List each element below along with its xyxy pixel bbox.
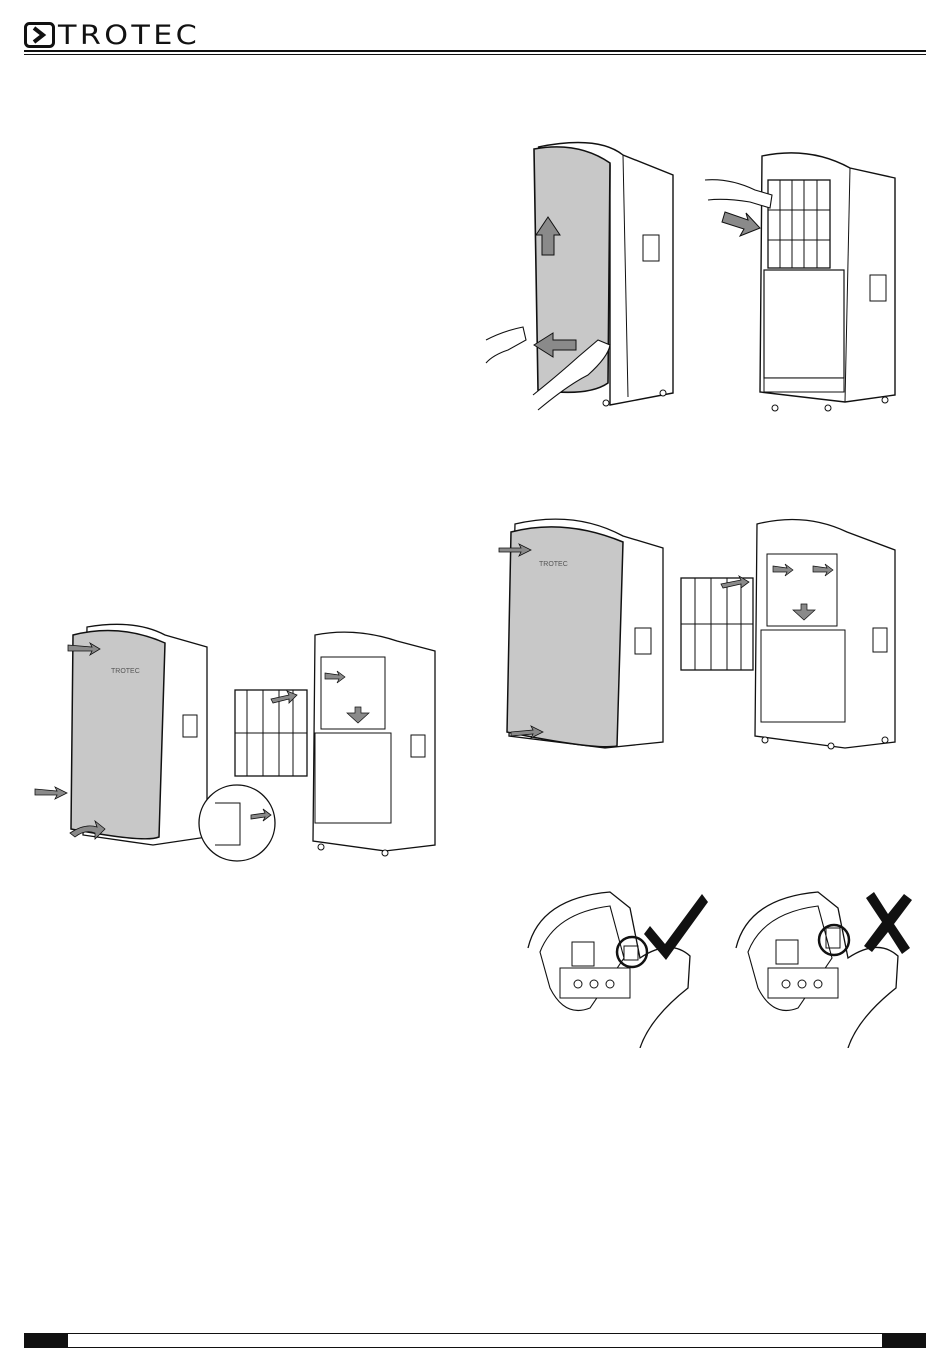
filter-removal-illustration bbox=[700, 150, 900, 415]
product-label-left: TROTEC bbox=[111, 668, 140, 675]
float-position-incorrect-illustration bbox=[728, 888, 928, 1048]
header-divider bbox=[24, 50, 926, 52]
header-divider-thin bbox=[24, 54, 926, 55]
chevron-right-box-icon bbox=[24, 22, 58, 48]
brand-name: TROTEC bbox=[58, 20, 200, 51]
footer-bar bbox=[24, 1333, 926, 1348]
product-label-right: TROTEC bbox=[539, 561, 568, 568]
front-cover-and-filter-exploded-illustration: TROTEC bbox=[25, 615, 445, 865]
front-panel-removal-illustration bbox=[478, 135, 678, 420]
footer-block-left bbox=[24, 1333, 68, 1348]
page-footer bbox=[24, 1330, 926, 1350]
front-cover-and-filter-exploded-illustration-right: TROTEC bbox=[495, 510, 905, 755]
footer-block-right bbox=[882, 1333, 926, 1348]
cross-icon bbox=[864, 892, 912, 954]
float-position-correct-illustration bbox=[520, 888, 720, 1048]
